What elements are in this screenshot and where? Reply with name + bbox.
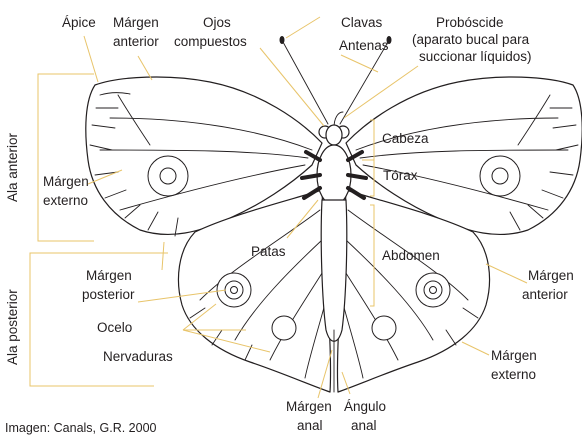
left-antenna	[283, 42, 328, 124]
left-hindwing-eyespot-small	[272, 316, 296, 340]
label-margen-anal-line2: anal	[297, 418, 323, 433]
label-margen-externo-left-line2: externo	[43, 193, 88, 208]
label-clavas: Clavas	[341, 15, 383, 30]
abdomen	[321, 200, 347, 341]
right-forewing-eyespot	[480, 156, 520, 196]
label-margen-externo-right-line2: externo	[491, 367, 536, 382]
label-margen-posterior-line1: Márgen	[86, 268, 132, 283]
label-margen-posterior-line2: posterior	[82, 287, 135, 302]
label-proboscide-line2: (aparato bucal para	[412, 32, 530, 47]
label-ojos-line1: Ojos	[203, 15, 231, 30]
label-margen-anal-line1: Márgen	[286, 399, 332, 414]
label-margen-externo-left-line1: Márgen	[43, 174, 89, 189]
image-credit: Imagen: Canals, G.R. 2000	[5, 421, 157, 435]
left-antenna-club	[280, 36, 285, 44]
head	[326, 125, 342, 145]
label-margen-externo-right-line1: Márgen	[491, 348, 537, 363]
label-proboscide-line1: Probóscide	[436, 15, 504, 30]
label-margen-anterior-right-line2: anterior	[522, 287, 568, 302]
label-margen-anterior-line1: Márgen	[113, 15, 159, 30]
right-hindwing-ocellus	[416, 273, 450, 307]
label-ala-posterior: Ala posterior	[5, 289, 20, 365]
label-nervaduras: Nervaduras	[103, 349, 173, 364]
label-margen-anterior-line2: anterior	[113, 34, 159, 49]
label-angulo-anal-line1: Ángulo	[344, 399, 386, 414]
thorax	[317, 145, 351, 205]
label-angulo-anal-line2: anal	[351, 418, 377, 433]
label-ojos-line2: compuestos	[174, 34, 247, 49]
label-ocelo: Ocelo	[97, 320, 132, 335]
label-ala-anterior: Ala anterior	[5, 132, 20, 202]
label-cabeza: Cabeza	[382, 131, 429, 146]
label-torax: Tórax	[383, 168, 418, 183]
label-proboscide-line3: succionar líquidos)	[419, 49, 532, 64]
left-hindwing-ocellus	[217, 273, 251, 307]
label-patas: Patas	[251, 244, 286, 259]
label-abdomen: Abdomen	[382, 248, 440, 263]
label-margen-anterior-right-line1: Márgen	[528, 268, 574, 283]
left-forewing-eyespot	[148, 156, 188, 196]
label-apice: Ápice	[62, 15, 96, 30]
right-hindwing-eyespot-small	[372, 316, 396, 340]
right-antenna	[340, 42, 388, 124]
label-antenas: Antenas	[339, 38, 389, 53]
